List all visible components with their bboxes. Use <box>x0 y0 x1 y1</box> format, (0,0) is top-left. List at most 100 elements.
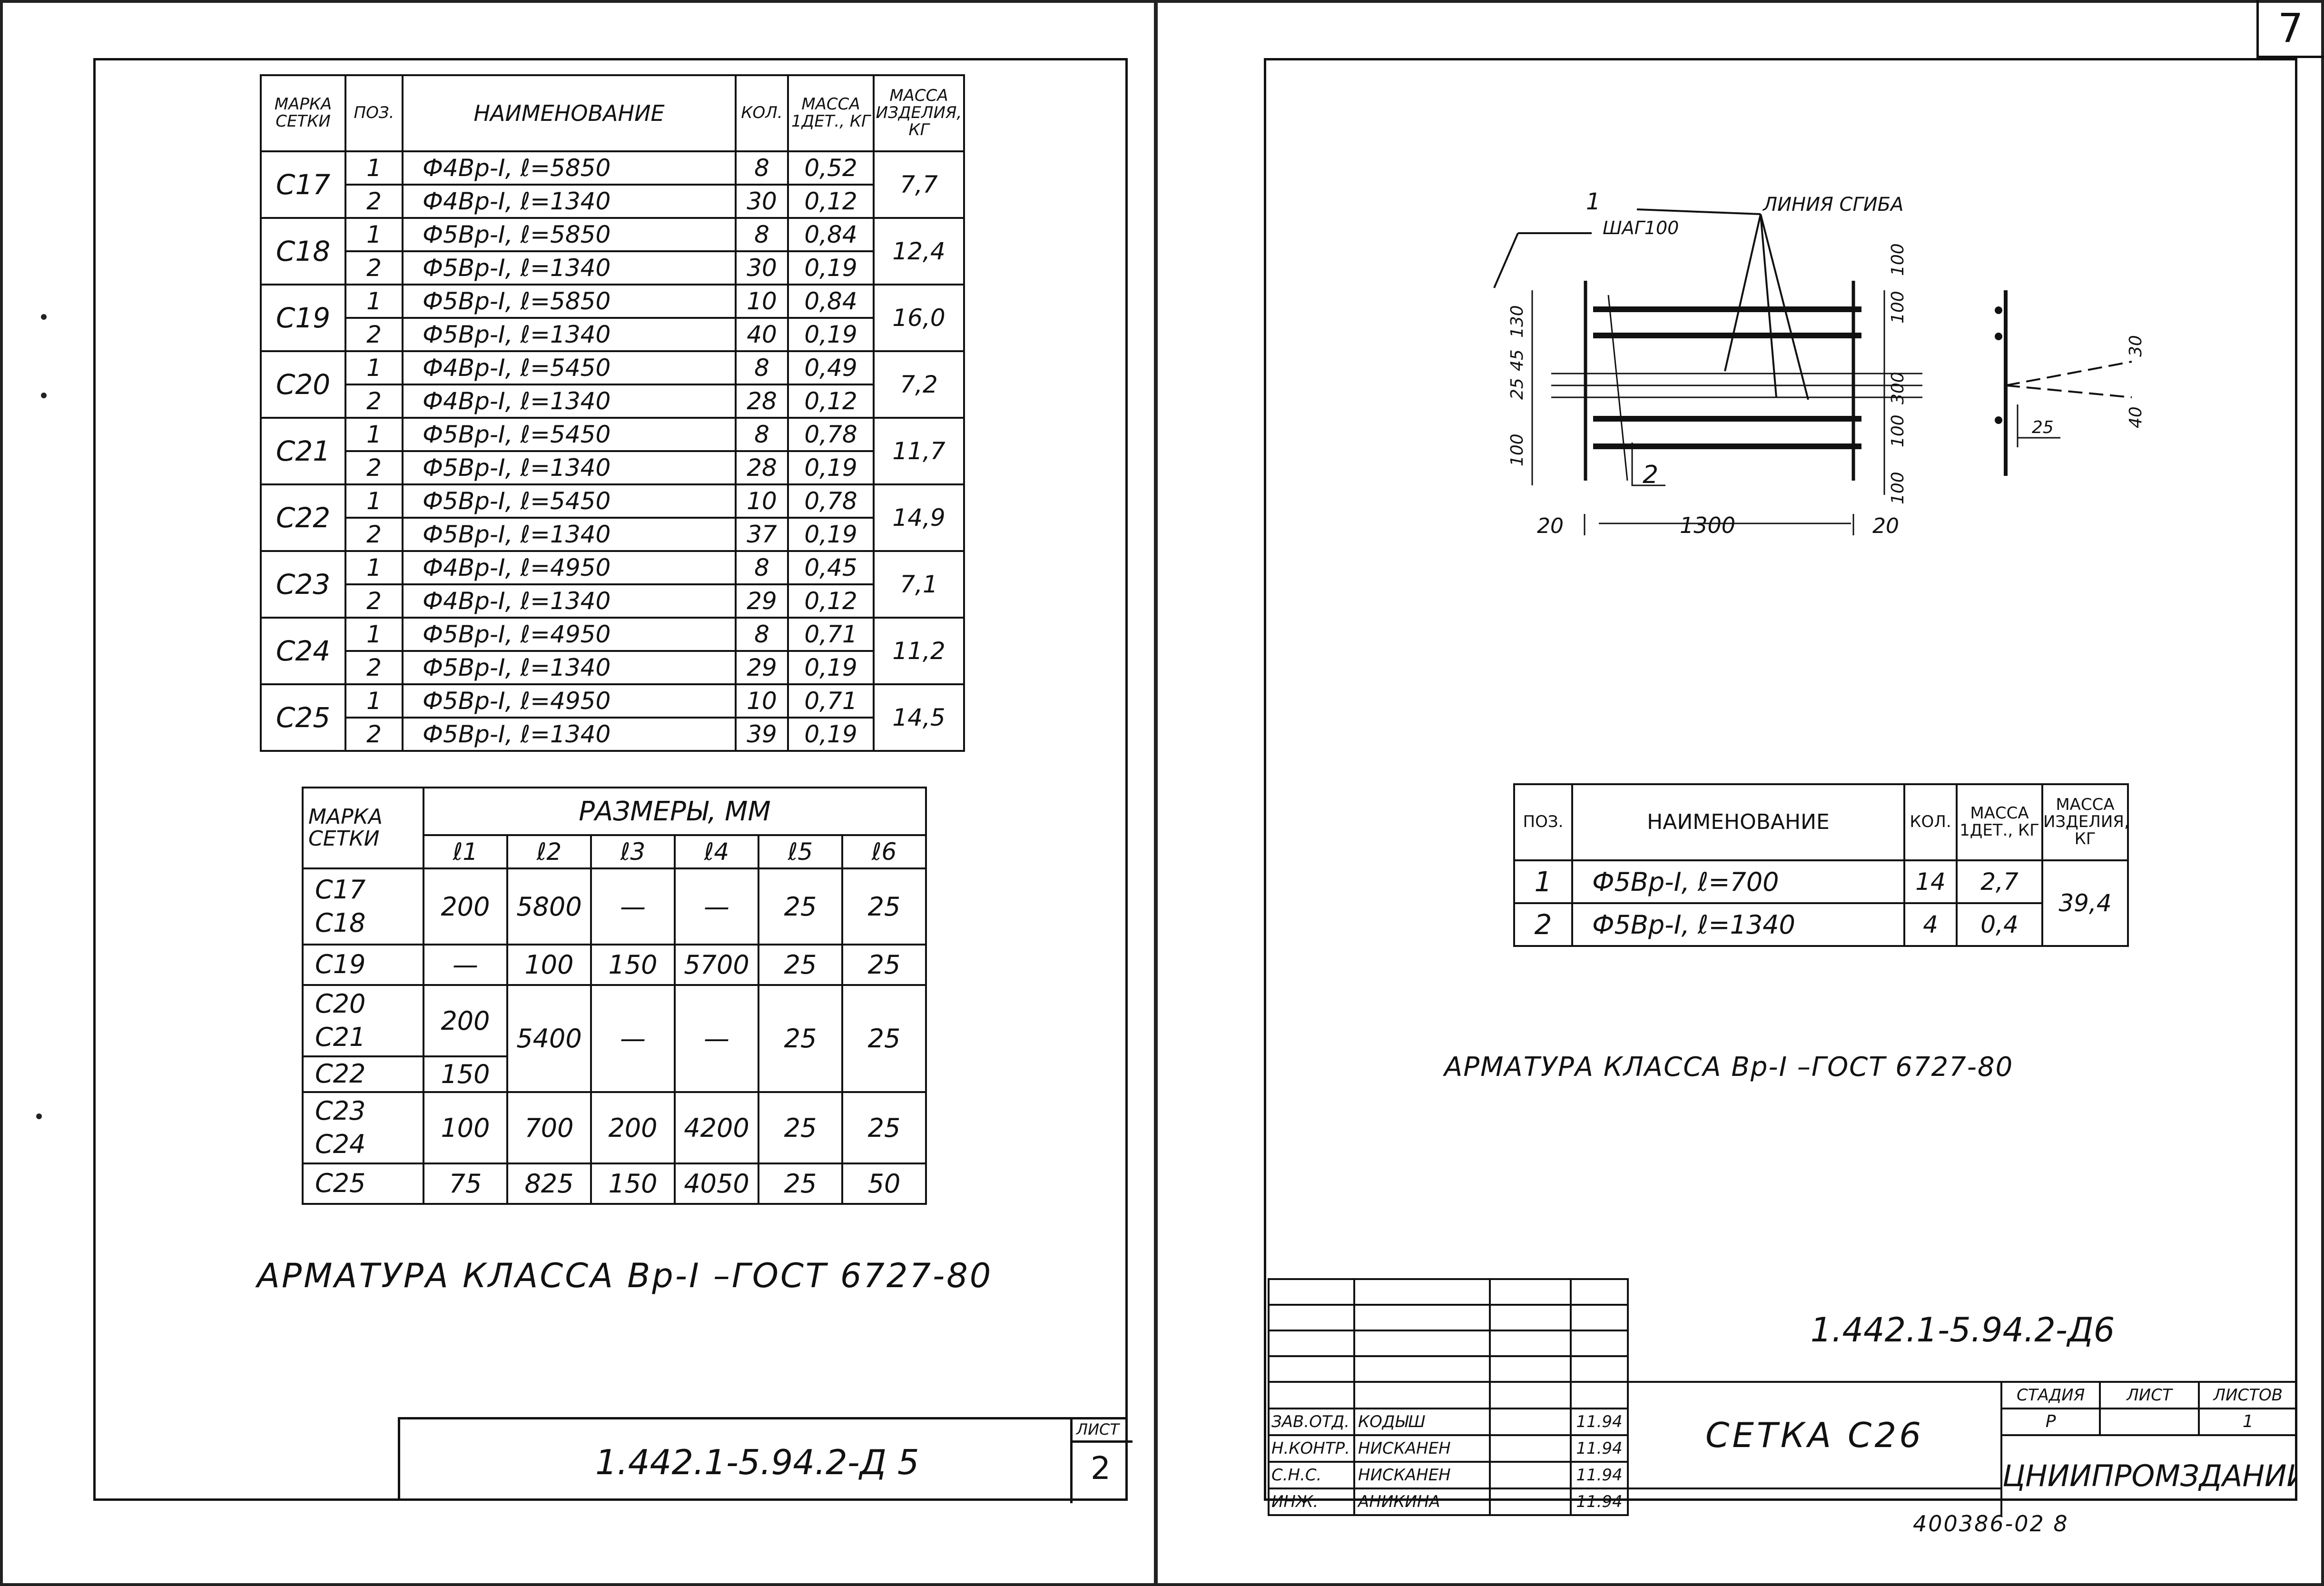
dims-value: 150 <box>590 1162 676 1205</box>
dims-value: 150 <box>590 944 676 986</box>
spec-name: Ф4Вр-I, ℓ=1340 <box>402 184 737 219</box>
bend-line-label: ЛИНИЯ СГИБА <box>1762 194 1903 216</box>
spec-header: МАССА 1ДЕТ., КГ <box>787 74 875 152</box>
dims-value: 4050 <box>674 1162 759 1205</box>
right-spec-item-mass: 39,4 <box>2041 859 2129 947</box>
signer-date: 11.94 <box>1570 1461 1629 1489</box>
signer-signature <box>1489 1408 1572 1436</box>
spec-name: Ф5Вр-I, ℓ=1340 <box>402 250 737 286</box>
dims-value: 825 <box>506 1162 592 1205</box>
spec-name: Ф4Вр-I, ℓ=5850 <box>402 150 737 186</box>
mesh-drawing: 1 ШАГ100 ЛИНИЯ СГИБА 2 1300 20 20 100 10… <box>1493 188 2146 538</box>
spec-pos: 1 <box>345 217 404 252</box>
right-spec-unit-mass: 0,4 <box>1956 902 2043 947</box>
dim-100-b: 100 <box>1888 414 1908 447</box>
title-block-blank <box>1268 1381 1355 1409</box>
spec-pos: 2 <box>345 250 404 286</box>
title-block-blank <box>1570 1304 1629 1331</box>
dims-mark: С25 <box>302 1162 424 1205</box>
spec-name: Ф4Вр-I, ℓ=4950 <box>402 550 737 585</box>
left-note: АРМАТУРА КЛАССА Вр-I –ГОСТ 6727-80 <box>257 1256 993 1295</box>
page-number-box: 7 <box>2256 0 2324 58</box>
spec-item-mass: 14,5 <box>873 683 965 752</box>
dims-mark-label: С23 <box>315 1095 366 1126</box>
spec-qty: 8 <box>735 217 789 252</box>
dim-20-left: 20 <box>1537 514 1564 538</box>
spec-unit-mass: 0,12 <box>787 583 875 619</box>
page-fold-divider <box>1154 0 1158 1586</box>
dims-value: 5800 <box>506 867 592 946</box>
spec-header: ПОЗ. <box>345 74 404 152</box>
spec-mark: С19 <box>260 284 346 352</box>
spec-mark: С24 <box>260 617 346 685</box>
spec-mark: С25 <box>260 683 346 752</box>
title-block-blank <box>1353 1355 1491 1383</box>
scan-speck <box>41 314 47 320</box>
left-doc-code: 1.442.1-5.94.2-Д 5 <box>595 1442 919 1482</box>
spec-pos: 1 <box>345 550 404 585</box>
right-spec-unit-mass: 2,7 <box>1956 859 2043 904</box>
title-stage-value: Р <box>2045 1412 2056 1431</box>
spec-qty: 8 <box>735 350 789 385</box>
spec-name: Ф5Вр-I, ℓ=1340 <box>402 650 737 685</box>
spec-header: КОЛ. <box>735 74 789 152</box>
dims-value: 100 <box>506 944 592 986</box>
title-doc-code: 1.442.1-5.94.2-Д6 <box>1627 1279 2296 1383</box>
signer-name: НИСКАНЕН <box>1353 1461 1491 1489</box>
spec-unit-mass: 0,12 <box>787 384 875 419</box>
spec-name: Ф5Вр-I, ℓ=4950 <box>402 617 737 652</box>
title-sheet-header: ЛИСТ <box>2099 1384 2197 1407</box>
spec-qty: 40 <box>735 317 789 352</box>
spec-pos: 1 <box>345 150 404 186</box>
title-block-blank <box>1489 1278 1572 1306</box>
title-stage-value <box>2099 1410 2197 1433</box>
dims-mark-label: С20 <box>315 988 366 1019</box>
dims-header: РАЗМЕРЫ, ММ <box>422 787 927 836</box>
dims-value: — <box>674 867 759 946</box>
dims-value: 150 <box>423 1055 508 1093</box>
mesh-thin-lines <box>1531 290 1922 535</box>
signer-date: 11.94 <box>1570 1487 1629 1516</box>
title-block-blank <box>1570 1355 1629 1383</box>
spec-pos: 2 <box>345 717 404 752</box>
right-note: АРМАТУРА КЛАССА Вр-I –ГОСТ 6727-80 <box>1444 1052 2014 1083</box>
signer-role: С.Н.С. <box>1268 1461 1355 1489</box>
dim-100-a: 100 <box>1888 291 1908 324</box>
spec-mark: С22 <box>260 483 346 552</box>
spec-qty: 10 <box>735 483 789 519</box>
spec-unit-mass: 0,19 <box>787 650 875 685</box>
spec-name: Ф4Вр-I, ℓ=1340 <box>402 384 737 419</box>
title-block-blank <box>1353 1330 1491 1357</box>
signer-signature <box>1489 1487 1572 1516</box>
right-spec-header: МАССА ИЗДЕЛИЯ, КГ <box>2041 783 2129 861</box>
spec-header: МАРКА СЕТКИ <box>260 74 346 152</box>
dims-value: 25 <box>758 944 843 986</box>
spec-pos: 2 <box>345 650 404 685</box>
spec-pos: 2 <box>345 317 404 352</box>
spec-name: Ф5Вр-I, ℓ=5850 <box>402 217 737 252</box>
left-sheet-no: 2 <box>1091 1450 1111 1487</box>
spec-qty: 28 <box>735 450 789 485</box>
dims-col-header: ℓ4 <box>674 834 759 869</box>
dim-40: 40 <box>2126 406 2146 428</box>
title-block-blank <box>1489 1355 1572 1383</box>
right-spec-header: КОЛ. <box>1903 783 1958 861</box>
dims-value: 4200 <box>674 1091 759 1164</box>
dims-value: 25 <box>758 1162 843 1205</box>
left-sheet-cell: ЛИСТ 2 <box>1070 1419 1132 1503</box>
dims-col-header: ℓ5 <box>758 834 843 869</box>
spec-unit-mass: 0,19 <box>787 317 875 352</box>
